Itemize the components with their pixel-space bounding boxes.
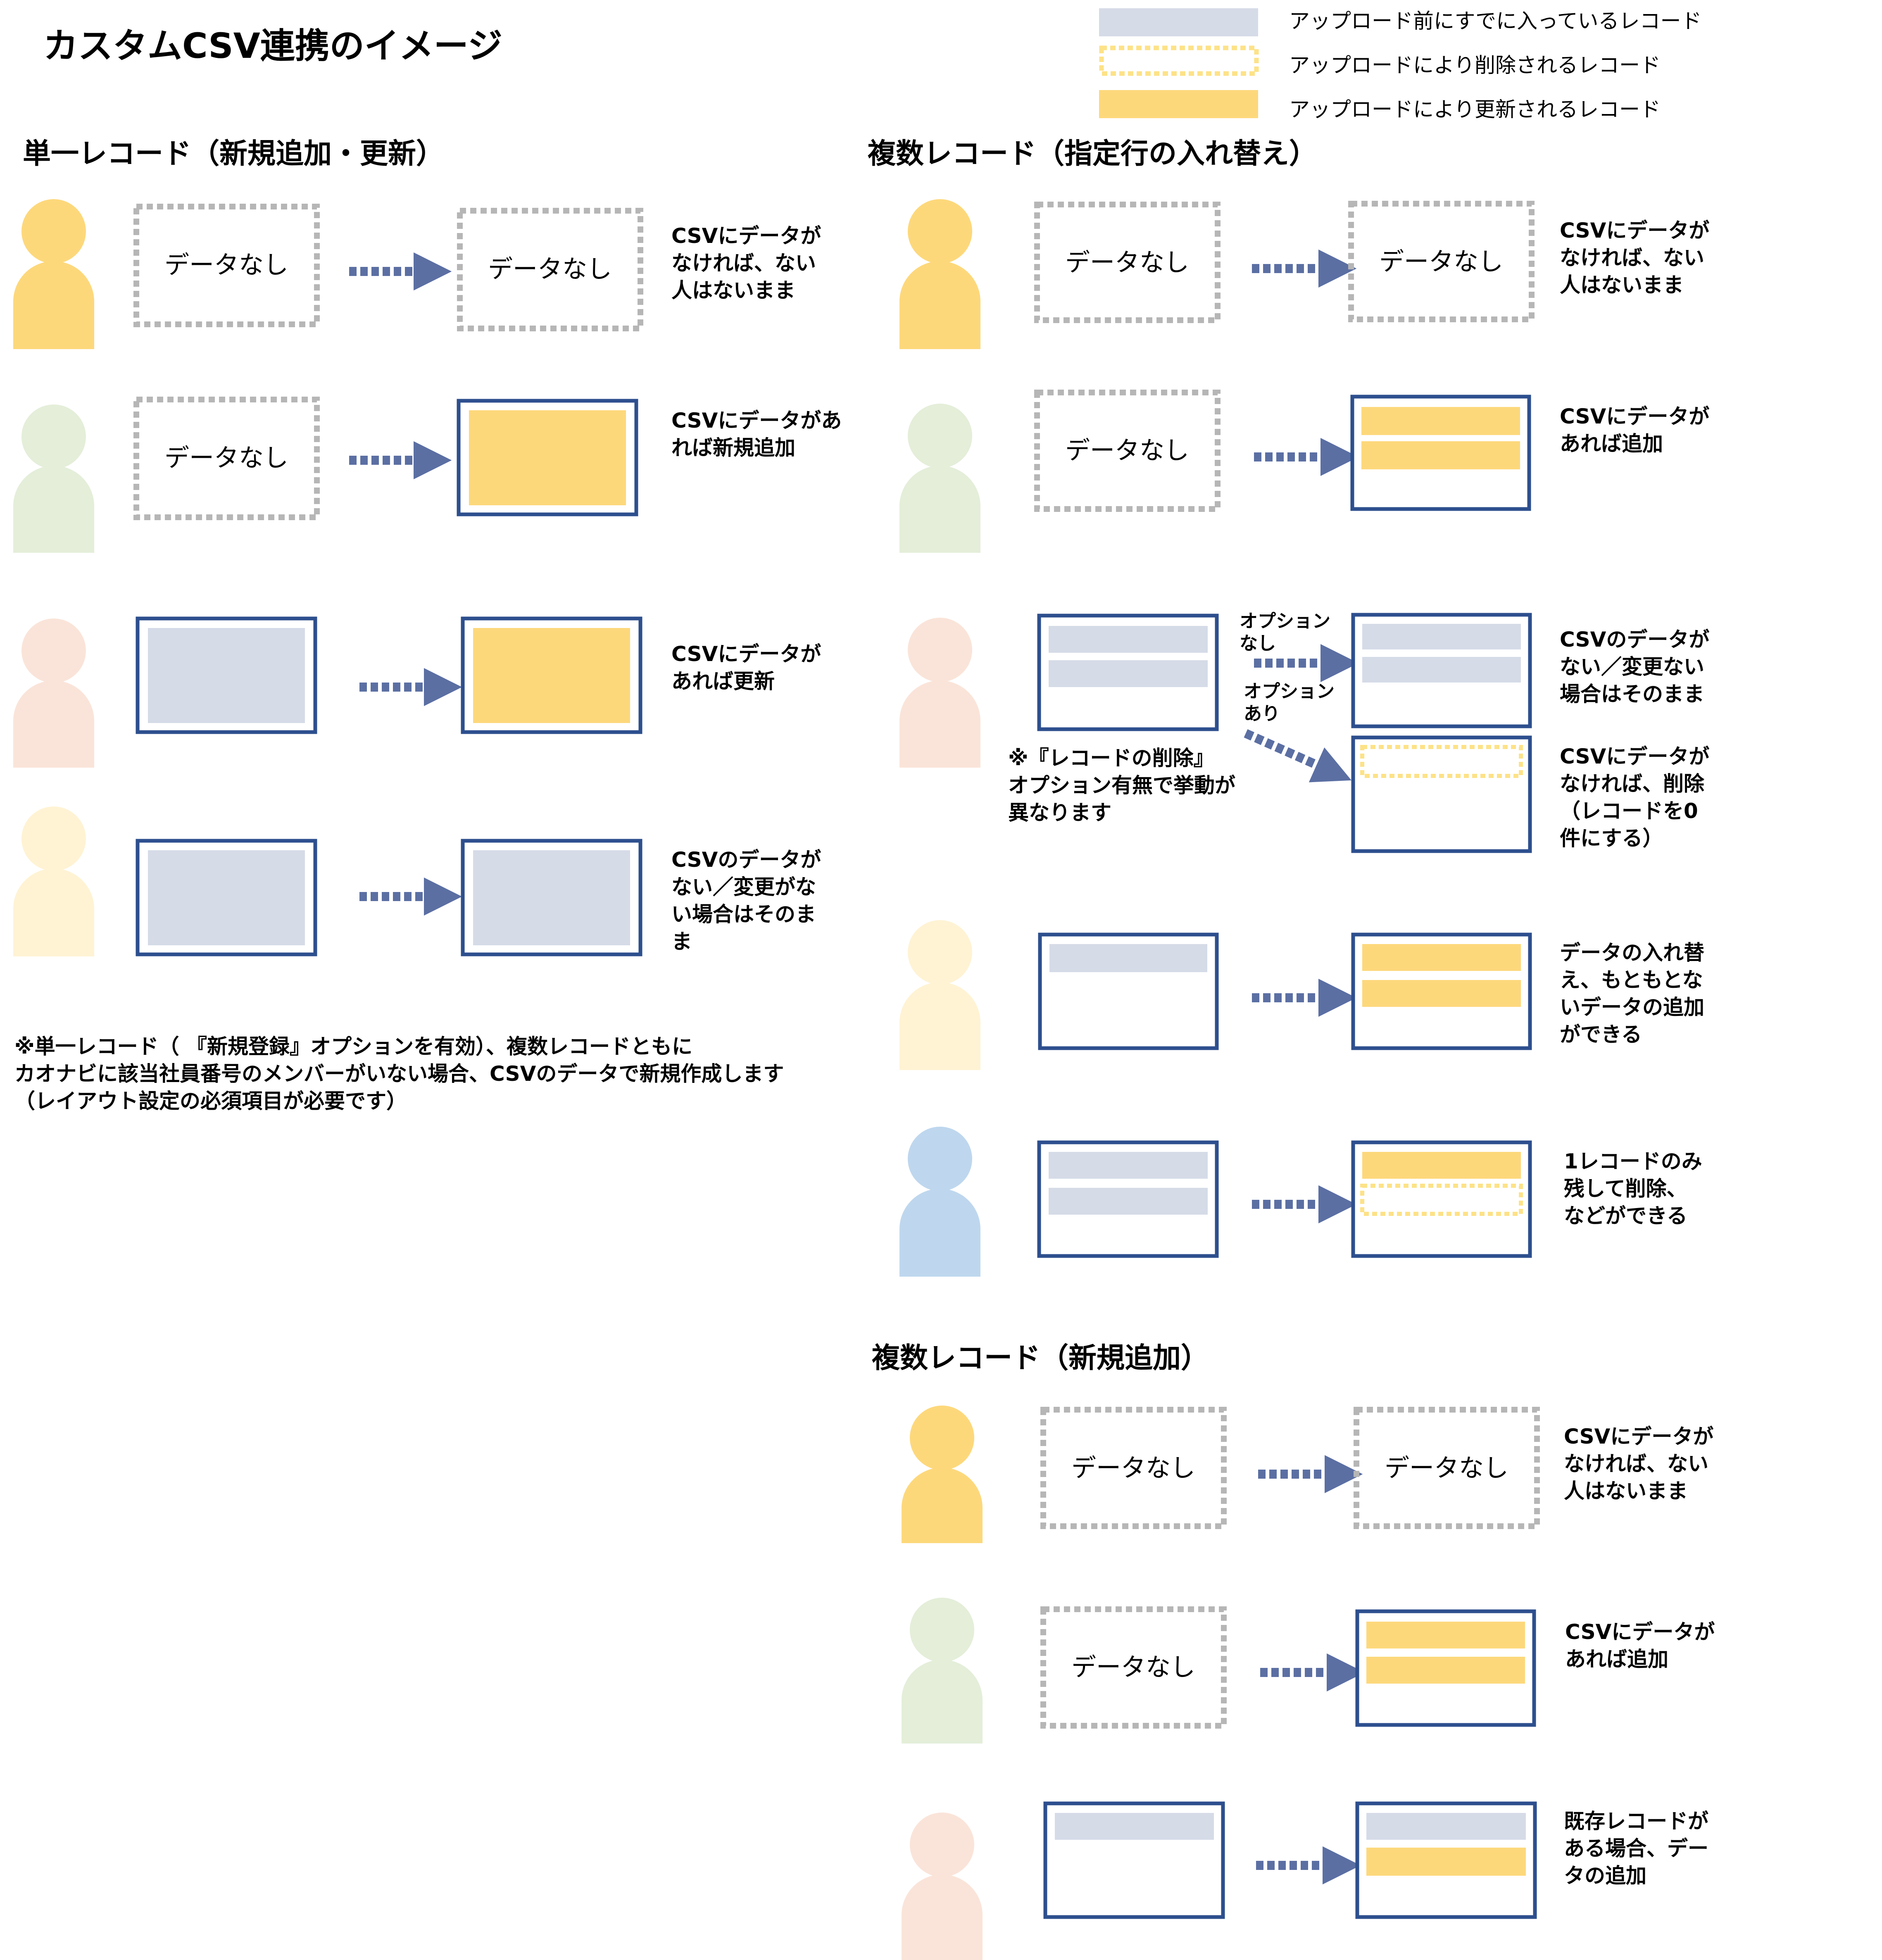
empty-record-box: [1040, 1407, 1227, 1529]
deleted-record: [1360, 1184, 1523, 1216]
updated-record: [469, 410, 626, 505]
person-icon: [899, 920, 980, 1070]
section-heading-single: 単一レコード（新規追加・更新）: [23, 138, 444, 170]
legend-swatch-deleted: [1099, 45, 1259, 76]
description-text: CSVにデータが なければ、ない 人はないまま: [671, 224, 828, 302]
legend: アップロード前にすでに入っているレコード アップロードにより削除されるレコード …: [1099, 8, 1702, 121]
person-icon: [899, 404, 980, 553]
empty-record-box: [1034, 202, 1221, 323]
updated-record: [1361, 441, 1520, 469]
existing-record: [1362, 657, 1521, 683]
existing-record: [148, 628, 305, 723]
person-icon: [899, 1127, 980, 1277]
description-text: CSVにデータが なければ、ない 人はないまま: [1564, 1425, 1721, 1503]
person-icon: [902, 1598, 983, 1744]
updated-record: [1366, 1657, 1525, 1684]
description-text: CSVのデータが ない／変更ない 場合はそのまま: [1560, 628, 1717, 706]
description-text: 1レコードのみ 残して削除、 などができる: [1564, 1149, 1709, 1228]
footnote: ※単一レコード（ 『新規登録』オプションを有効）、複数レコードともに カオナビに…: [14, 1035, 791, 1113]
description-text: CSVにデータが あれば追加: [1560, 404, 1717, 456]
deleted-record: [1360, 745, 1523, 778]
existing-record: [1049, 660, 1208, 687]
updated-record: [1366, 1848, 1526, 1876]
empty-label: データなし: [1065, 248, 1189, 277]
empty-label: データなし: [164, 444, 288, 473]
existing-record: [148, 850, 305, 945]
empty-label: データなし: [1071, 1454, 1195, 1483]
description-text: CSVにデータがあ れば新規追加: [671, 409, 849, 460]
empty-record-box: [133, 397, 320, 520]
page-title: カスタムCSV連携のイメージ: [43, 26, 502, 66]
empty-record-box: [1348, 201, 1535, 322]
section-heading-multi-replace: 複数レコード（指定行の入れ替え）: [868, 138, 1317, 170]
empty-record-box: [1034, 390, 1221, 512]
description-text: CSVにデータが なければ、削除 （レコードを0 件にする）: [1560, 745, 1717, 850]
existing-record: [1049, 944, 1207, 972]
updated-record: [1362, 1152, 1521, 1179]
legend-label-updated: アップロードにより更新されるレコード: [1289, 98, 1661, 121]
existing-record: [1049, 1188, 1208, 1215]
section-heading-multi-add: 複数レコード（新規追加）: [872, 1342, 1209, 1375]
option-none-label: オプション なし: [1240, 611, 1337, 654]
person-icon: [899, 618, 980, 768]
person-icon: [13, 199, 94, 349]
existing-record: [1049, 1152, 1208, 1179]
description-text: CSVにデータが あれば更新: [671, 642, 828, 693]
empty-record-box: [1354, 1407, 1540, 1529]
updated-record: [473, 628, 630, 723]
empty-label: データなし: [1065, 436, 1189, 465]
updated-record: [1362, 980, 1521, 1007]
empty-label: データなし: [1385, 1454, 1508, 1483]
legend-label-deleted: アップロードにより削除されるレコード: [1289, 53, 1661, 77]
empty-label: データなし: [164, 251, 288, 280]
legend-swatch-existing: [1099, 8, 1258, 36]
person-icon: [902, 1406, 983, 1543]
description-text: CSVにデータが あれば追加: [1565, 1620, 1722, 1671]
description-text: データの入れ替 え、もともとな いデータの追加 ができる: [1560, 941, 1711, 1047]
legend-label-existing: アップロード前にすでに入っているレコード: [1289, 9, 1702, 33]
existing-record: [1055, 1813, 1214, 1840]
arrow: [1244, 729, 1351, 783]
empty-label: データなし: [1071, 1653, 1195, 1682]
person-icon: [13, 806, 94, 956]
description-text: CSVのデータが ない／変更がな い場合はそのま ま: [671, 848, 828, 954]
description-text: 既存レコードが ある場合、デー タの追加: [1564, 1809, 1715, 1888]
updated-record: [1366, 1622, 1525, 1648]
empty-label: データなし: [488, 255, 612, 284]
existing-record: [1049, 626, 1208, 653]
option-yes-label: オプション あり: [1244, 681, 1341, 724]
existing-record: [1362, 624, 1521, 649]
empty-record-box: [1040, 1606, 1227, 1729]
person-icon: [13, 618, 94, 768]
legend-swatch-updated: [1099, 90, 1258, 118]
person-icon: [13, 404, 94, 553]
existing-record: [1366, 1813, 1526, 1840]
person-icon: [899, 199, 980, 349]
empty-record-box: [457, 208, 643, 331]
option-note: ※『レコードの削除』 オプション有無で挙動が 異なります: [1008, 746, 1242, 825]
description-text: CSVにデータが なければ、ない 人はないまま: [1560, 219, 1717, 297]
existing-record: [473, 850, 630, 945]
person-icon: [902, 1813, 983, 1960]
updated-record: [1361, 407, 1520, 435]
record-frame: [1351, 735, 1532, 853]
empty-label: データなし: [1379, 247, 1503, 276]
empty-record-box: [133, 204, 320, 327]
updated-record: [1362, 944, 1521, 971]
